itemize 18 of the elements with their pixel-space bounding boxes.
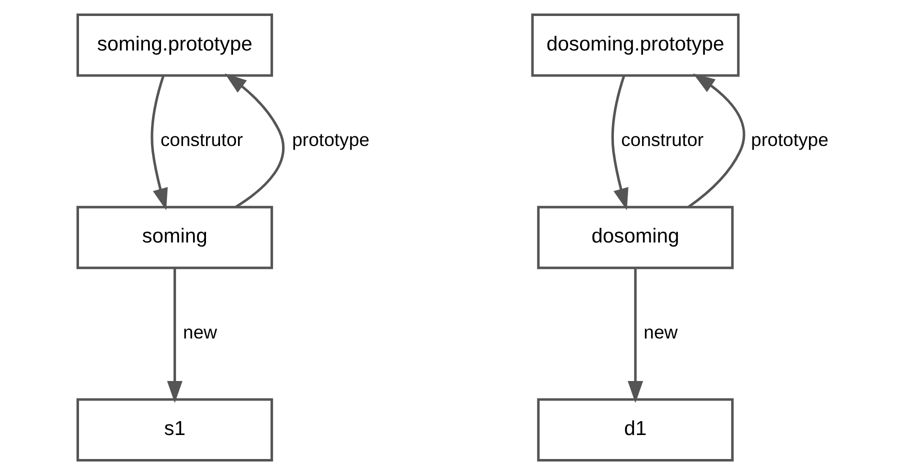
edge-label: new [182, 321, 217, 342]
node-box: d1 [536, 398, 734, 462]
edge-label: prototype [750, 129, 828, 150]
arrow [166, 268, 182, 404]
edge-label: new [643, 321, 678, 342]
edge-label: prototype [292, 129, 369, 150]
arrow [627, 268, 643, 404]
edge-label: construtor [620, 129, 704, 150]
arrow [224, 73, 284, 208]
node-box: dosoming [536, 206, 734, 270]
node-box: soming [76, 206, 273, 270]
edge-label: construtor [160, 129, 242, 150]
node-box: s1 [76, 398, 273, 462]
arrow [150, 76, 168, 210]
arrow [687, 73, 745, 208]
node-box: soming.prototype [76, 14, 273, 77]
arrow [610, 76, 628, 210]
node-box: dosoming.prototype [530, 14, 740, 77]
